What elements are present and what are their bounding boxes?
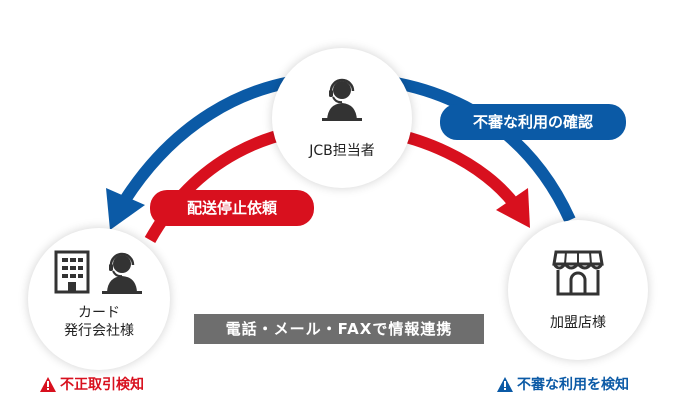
warning-icon xyxy=(497,377,513,392)
red-arrow-label: 配送停止依頼 xyxy=(150,190,314,226)
merchant-alert-text: 不審な利用を検知 xyxy=(517,377,629,393)
building-icon xyxy=(54,250,90,294)
issuer-alert: 不正取引検知 xyxy=(40,376,144,394)
card-issuer-label-line1: カード xyxy=(78,305,120,321)
operator-headset-icon xyxy=(322,78,362,121)
card-issuer-label-line2: 発行会社様 xyxy=(64,323,134,339)
merchant-alert: 不審な利用を検知 xyxy=(497,376,629,394)
operator-headset-icon xyxy=(102,252,142,294)
merchant-label: 加盟店様 xyxy=(550,315,606,331)
communication-channel-banner: 電話・メール・FAXで情報連携 xyxy=(194,314,484,344)
card-issuer-node: カード 発行会社様 xyxy=(28,228,170,370)
jcb-staff-node: JCB担当者 xyxy=(272,48,412,188)
warning-icon xyxy=(40,377,56,392)
jcb-staff-label: JCB担当者 xyxy=(309,143,375,159)
blue-arrow-label: 不審な利用の確認 xyxy=(440,104,626,140)
merchant-node: 加盟店様 xyxy=(508,220,648,360)
blue-arrowhead xyxy=(106,188,145,230)
red-arrowhead xyxy=(496,188,530,228)
issuer-alert-text: 不正取引検知 xyxy=(60,377,144,393)
storefront-icon xyxy=(552,250,604,296)
